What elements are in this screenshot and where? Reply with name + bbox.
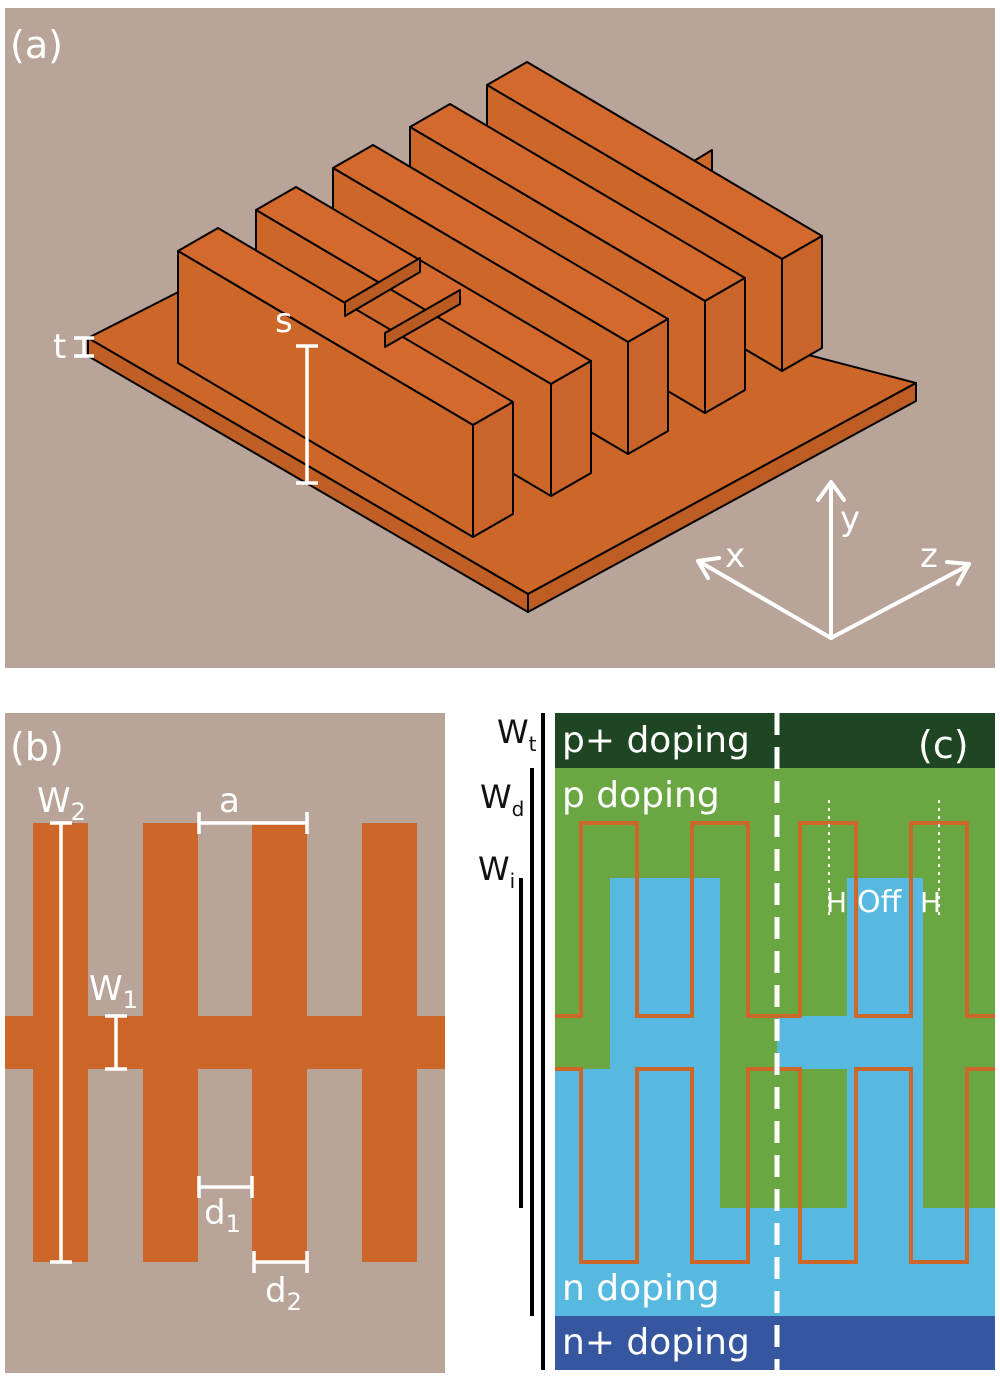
- slot-gap-2: [384, 289, 461, 348]
- axis-x-label: x: [725, 536, 745, 576]
- dim-a-label: a: [219, 781, 240, 821]
- offset-h2-label: H: [920, 886, 941, 919]
- panel-a: (a) t s x y z: [5, 8, 995, 668]
- panel-c-label: (c): [918, 723, 969, 767]
- wd-label: Wd: [480, 778, 524, 821]
- dim-s-label: s: [275, 301, 293, 341]
- offset-label: Off: [857, 885, 903, 920]
- depth-bars: [519, 713, 545, 1370]
- n-plus-doping-label: n+ doping: [562, 1322, 750, 1363]
- dim-t-marker: [74, 336, 94, 358]
- p-doping-label: p doping: [562, 775, 720, 816]
- dim-t-label: t: [53, 327, 66, 367]
- n-doping-label: n doping: [562, 1268, 720, 1309]
- dim-W2-label: W2: [37, 781, 86, 826]
- dim-d1-label: d1: [204, 1193, 241, 1238]
- wi-label: Wi: [478, 850, 515, 893]
- horizontal-bar: [5, 1016, 445, 1069]
- dim-W1-label: W1: [89, 969, 138, 1014]
- axes-icon: [696, 480, 971, 640]
- panel-b-label: (b): [10, 725, 64, 769]
- wt-label: Wt: [497, 713, 537, 756]
- offset-h1-label: H: [826, 886, 847, 919]
- axis-z-label: z: [920, 536, 938, 576]
- fin-0: [177, 227, 514, 538]
- dim-d2-label: d2: [265, 1271, 302, 1316]
- panel-a-label: (a): [10, 23, 63, 67]
- panel-b: (b) a W2 W1 d1 d2: [5, 713, 445, 1373]
- axis-y-label: y: [840, 499, 860, 539]
- grating-outline: [555, 821, 995, 1264]
- dim-s-marker: [296, 344, 318, 485]
- panel-b-dimension-markers: [50, 812, 309, 1273]
- fins: [177, 61, 823, 538]
- p-plus-doping-label: p+ doping: [562, 720, 750, 761]
- slot-gap-1: [344, 257, 421, 317]
- panel-c: (c) p+ doping p doping n doping n+ dopin…: [478, 713, 995, 1370]
